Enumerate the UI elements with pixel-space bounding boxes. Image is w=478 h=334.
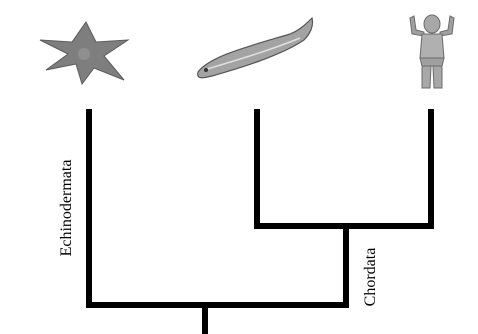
starfish-icon <box>40 22 128 84</box>
echinodermata-label: Echinodermata <box>58 160 75 257</box>
tree-lines <box>89 112 431 334</box>
human-figure-icon <box>410 15 454 88</box>
fish-icon <box>198 18 313 78</box>
chordata-label: Chordata <box>362 248 379 307</box>
